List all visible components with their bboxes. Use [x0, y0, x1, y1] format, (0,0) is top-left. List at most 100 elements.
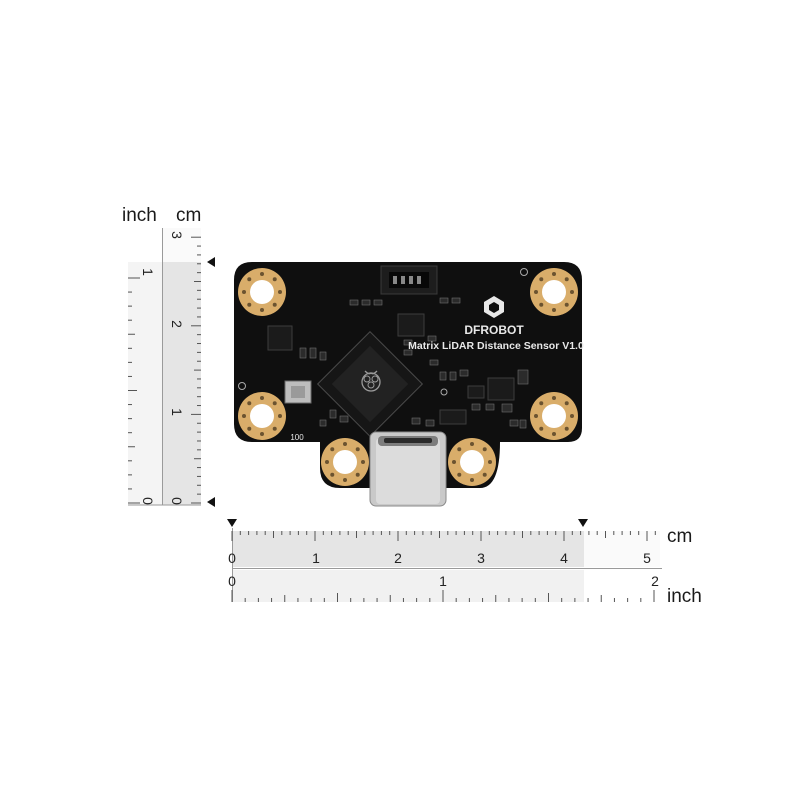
pad-via-dot — [242, 290, 246, 294]
smd-part — [403, 349, 413, 356]
smd-part — [427, 335, 437, 342]
smd-part — [501, 403, 513, 413]
horizontal-ruler-unit-inch: inch — [667, 586, 702, 607]
pad-via-dot — [330, 447, 335, 452]
horizontal-ruler-cm-strip — [232, 531, 584, 567]
vertical-ruler-inch-strip — [128, 262, 162, 505]
pad-via-dot — [457, 447, 462, 452]
vertical-inch-label-0: 0 — [140, 497, 156, 505]
pad-via-dot — [355, 447, 360, 452]
smd-part — [517, 369, 529, 385]
pad-via-dot — [272, 401, 277, 406]
pad-via-dot — [552, 272, 556, 276]
vertical-ruler-cm-overhang — [163, 228, 201, 262]
pad-via-dot — [552, 308, 556, 312]
smd-part — [373, 299, 383, 306]
horizontal-cm-label-2: 2 — [394, 550, 402, 566]
vertical-ruler-ticks — [128, 236, 201, 504]
pad-via-dot — [570, 290, 574, 294]
pad-via-dot — [247, 302, 252, 307]
mounting-pads — [238, 268, 578, 486]
smd-part — [349, 299, 359, 306]
pad-via-dot — [564, 401, 569, 406]
pad-via-dot — [325, 460, 329, 464]
smd-part — [509, 419, 519, 427]
pad-via-dot — [564, 426, 569, 431]
smd-part — [485, 403, 495, 411]
smd-part — [471, 403, 481, 411]
pad-via-dot — [539, 426, 544, 431]
ic-small-3 — [487, 377, 515, 401]
horizontal-right-marker-icon — [578, 519, 588, 527]
dfrobot-logo: DFROBOT — [464, 296, 524, 337]
sensor-module — [284, 380, 312, 404]
vertical-cm-label-2: 2 — [169, 320, 185, 328]
pad-via-dot — [260, 432, 264, 436]
vertical-cm-label-3: 3 — [169, 231, 185, 239]
pad-via-dot — [482, 447, 487, 452]
pad-via-dot — [355, 472, 360, 477]
ic-small-5 — [467, 385, 485, 399]
pad-via-dot — [272, 302, 277, 307]
vertical-top-marker-icon — [207, 257, 215, 267]
horizontal-cm-label-0: 0 — [228, 550, 236, 566]
pad-via-dot — [470, 442, 474, 446]
horizontal-cm-label-5: 5 — [643, 550, 651, 566]
pad-via-dot — [343, 442, 347, 446]
pad-via-dot — [343, 478, 347, 482]
smd-part — [429, 359, 439, 366]
pad-via-dot — [564, 277, 569, 282]
raspberry-logo-icon — [361, 370, 381, 392]
pad-via-dot — [539, 302, 544, 307]
microcontroller-chip — [316, 330, 424, 438]
vertical-ruler-unit-cm: cm — [176, 205, 201, 226]
horizontal-ruler-ticks — [231, 531, 656, 602]
pad-via-dot — [361, 460, 365, 464]
ic-small-2 — [267, 325, 293, 351]
ic-small-4 — [439, 409, 467, 425]
smd-part — [319, 351, 327, 361]
vertical-bottom-marker-icon — [207, 497, 215, 507]
pad-via-dot — [260, 272, 264, 276]
smd-part — [361, 299, 371, 306]
smd-part — [439, 371, 447, 381]
horizontal-inch-label-2: 2 — [651, 573, 659, 589]
pad-via-dot — [564, 302, 569, 307]
horizontal-left-marker-icon — [227, 519, 237, 527]
pad-via-dot — [452, 460, 456, 464]
fiducial-mark — [238, 382, 246, 390]
horizontal-cm-label-3: 3 — [477, 550, 485, 566]
horizontal-cm-label-1: 1 — [312, 550, 320, 566]
smd-part — [329, 409, 337, 419]
vertical-inch-label-1: 1 — [140, 268, 156, 276]
pad-via-dot — [260, 308, 264, 312]
product-name: Matrix LiDAR Distance Sensor V1.0 — [408, 340, 584, 352]
pad-via-dot — [272, 426, 277, 431]
smd-part — [299, 347, 307, 359]
pad-via-dot — [247, 401, 252, 406]
fiducial-mark — [520, 268, 528, 276]
vertical-ruler-unit-inch: inch — [122, 205, 157, 226]
vertical-ruler-cm-strip — [163, 262, 201, 505]
smd-part — [425, 419, 435, 427]
smd-part — [411, 417, 421, 425]
horizontal-ruler: 0 1 2 3 4 5 0 1 2 cm inch — [227, 519, 702, 607]
silk-label: 100 — [290, 433, 304, 442]
pad-via-dot — [260, 396, 264, 400]
smd-part — [403, 339, 413, 346]
pad-via-dot — [539, 277, 544, 282]
pad-via-dot — [482, 472, 487, 477]
smd-part — [309, 347, 317, 359]
pad-via-dot — [552, 432, 556, 436]
smd-part — [319, 419, 327, 427]
pad-via-dot — [330, 472, 335, 477]
vertical-cm-label-0: 0 — [169, 497, 185, 505]
horizontal-ruler-unit-cm: cm — [667, 526, 692, 547]
horizontal-inch-label-1: 1 — [439, 573, 447, 589]
pad-via-dots — [242, 272, 574, 482]
pad-via-dot — [488, 460, 492, 464]
horizontal-ruler-inch-strip — [232, 570, 584, 602]
pad-via-dot — [278, 290, 282, 294]
pad-via-dot — [242, 414, 246, 418]
